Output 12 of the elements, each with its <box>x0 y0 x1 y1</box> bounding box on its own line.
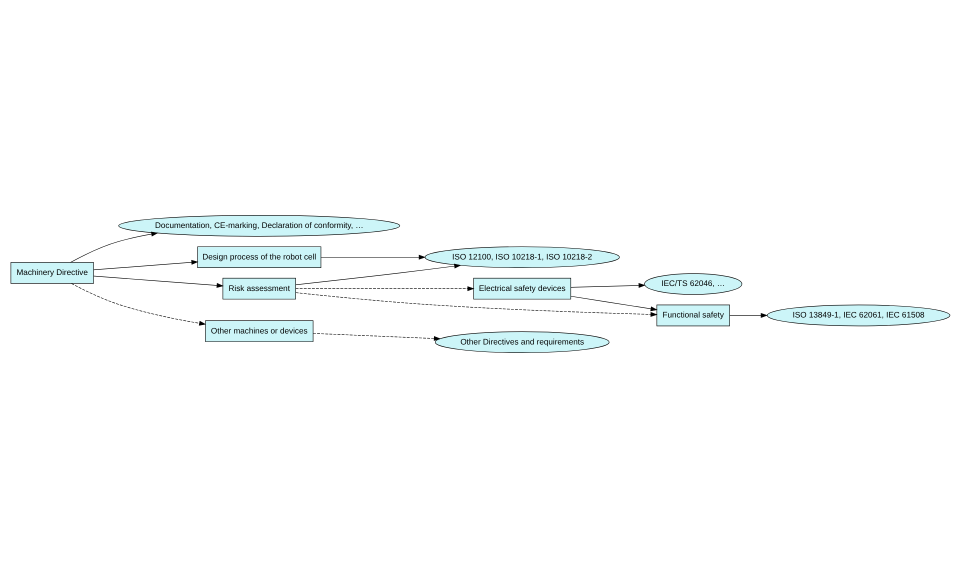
arrow <box>93 275 224 288</box>
arrow <box>295 286 474 291</box>
arrow <box>320 254 426 260</box>
arrow <box>295 263 462 285</box>
arrow <box>70 231 158 262</box>
arrow <box>570 282 646 288</box>
arrow <box>729 312 768 318</box>
arrow <box>71 282 206 326</box>
arrow <box>570 295 658 311</box>
arrow <box>295 292 658 316</box>
arrow <box>312 332 441 340</box>
arrow <box>93 259 198 270</box>
